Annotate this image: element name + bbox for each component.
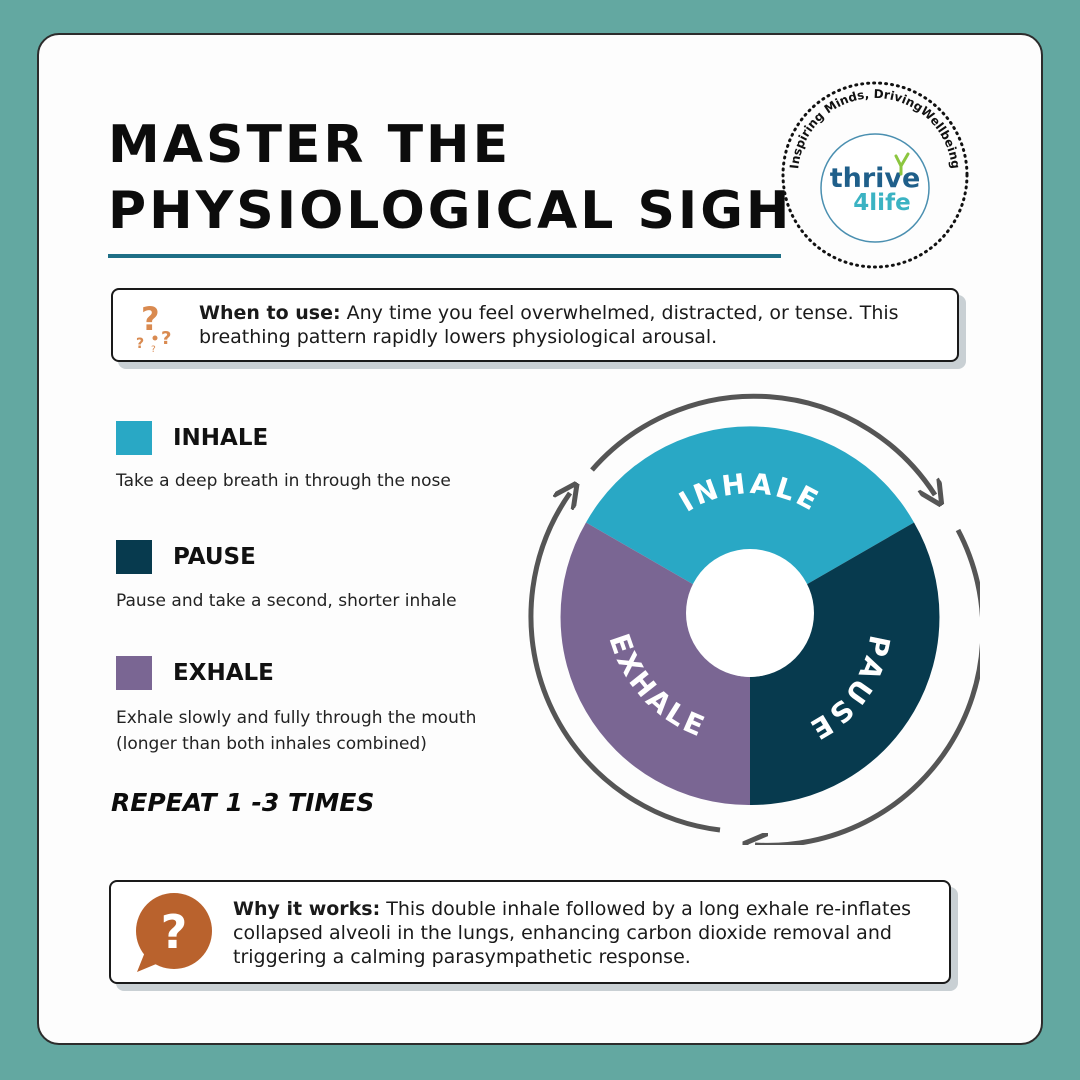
svg-text:?: ? [161,328,171,349]
svg-text:?: ? [141,300,160,338]
why-it-works-body: This double inhale followed by a long ex… [233,898,912,968]
why-it-works-box: ? Why it works: This double inhale follo… [109,880,951,984]
sprout-icon [894,152,910,176]
when-to-use-body: Any time you feel overwhelmed, distracte… [199,302,899,348]
inhale-segment [586,426,914,585]
inhale-swatch [116,421,152,455]
pause-swatch [116,540,152,574]
top-cycle-arrow-icon [590,393,935,495]
when-to-use-text: When to use: Any time you feel overwhelm… [199,301,939,349]
thrive4life-logo: Inspiring Minds, DrivingWellbeing thrive… [781,81,969,269]
inhale-description: Take a deep breath in through the nose [116,471,451,491]
when-to-use-label: When to use: [199,302,341,324]
title-underline [108,254,781,258]
exhale-swatch [116,656,152,690]
pause-label: PAUSE [173,544,256,570]
when-to-use-box: ? ? ? ? When to use: Any time you feel o… [111,288,959,362]
exhale-segment [560,522,750,806]
svg-text:?: ? [151,345,156,352]
title-line-2: PHYSIOLOGICAL SIGH [108,181,793,241]
left-cycle-arrow-icon [528,493,721,833]
title-line-1: MASTER THE [108,115,512,175]
logo-brand-number: 4life [853,190,910,216]
pause-description: Pause and take a second, shorter inhale [116,591,457,611]
question-marks-icon: ? ? ? ? [136,300,171,352]
cycle-center [686,549,814,677]
why-it-works-text: Why it works: This double inhale followe… [233,897,933,969]
exhale-description: Exhale slowly and fully through the mout… [116,708,477,754]
page-title: MASTER THE PHYSIOLOGICAL SIGH [108,112,792,244]
exhale-label: EXHALE [173,660,274,686]
logo-brand-word: thrive [830,163,921,194]
svg-text:?: ? [136,336,144,352]
inhale-label: INHALE [173,425,269,451]
pause-segment [750,522,940,806]
svg-text:?: ? [161,905,188,959]
why-it-works-label: Why it works: [233,898,381,920]
repeat-instruction: REPEAT 1 -3 TIMES [111,788,375,817]
right-cycle-arrow-icon [755,528,980,845]
breathing-cycle-diagram: INHALE PAUSE EXHALE [528,393,980,845]
question-bubble-icon: ? [136,893,212,972]
